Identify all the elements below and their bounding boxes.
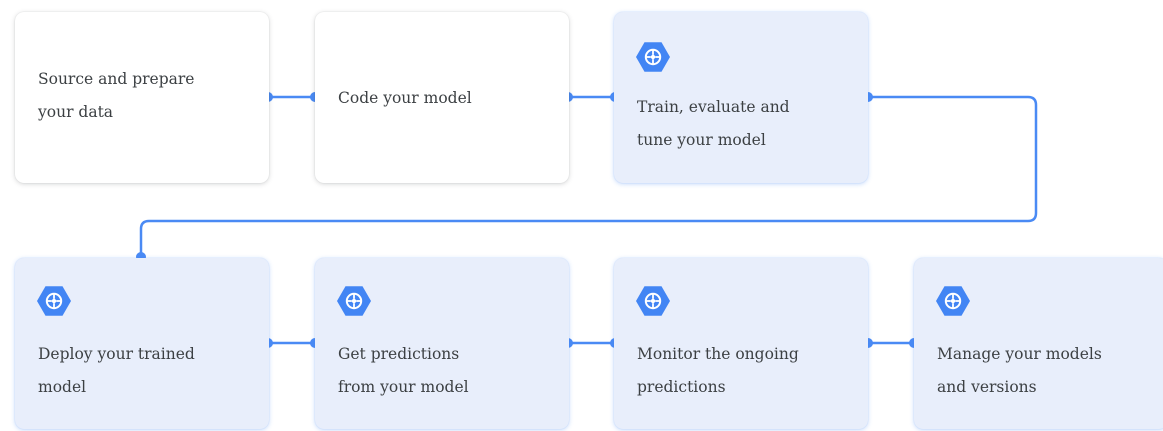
wrap-connector-line bbox=[139, 95, 1038, 257]
step-label: Manage your models and versions bbox=[937, 345, 1102, 396]
step-label: Deploy your trained model bbox=[38, 345, 195, 396]
step-label: Train, evaluate and tune your model bbox=[637, 98, 790, 149]
step-card-deploy-model: Deploy your trained model bbox=[15, 258, 269, 429]
ai-platform-icon bbox=[37, 284, 71, 318]
step-card-code-model: Code your model bbox=[315, 12, 569, 183]
step-label: Code your model bbox=[338, 89, 472, 107]
step-card-get-predictions: Get predictions from your model bbox=[315, 258, 569, 429]
ai-platform-icon bbox=[936, 284, 970, 318]
step-label: Source and prepare your data bbox=[38, 70, 195, 121]
step-label: Get predictions from your model bbox=[338, 345, 469, 396]
ai-platform-icon bbox=[337, 284, 371, 318]
step-card-manage-models: Manage your models and versions bbox=[914, 258, 1163, 429]
ai-platform-icon bbox=[636, 40, 670, 74]
step-card-source-data: Source and prepare your data bbox=[15, 12, 269, 183]
step-card-monitor-predictions: Monitor the ongoing predictions bbox=[614, 258, 868, 429]
ai-platform-icon bbox=[636, 284, 670, 318]
step-label: Monitor the ongoing predictions bbox=[637, 345, 799, 396]
step-card-train-model: Train, evaluate and tune your model bbox=[614, 12, 868, 183]
